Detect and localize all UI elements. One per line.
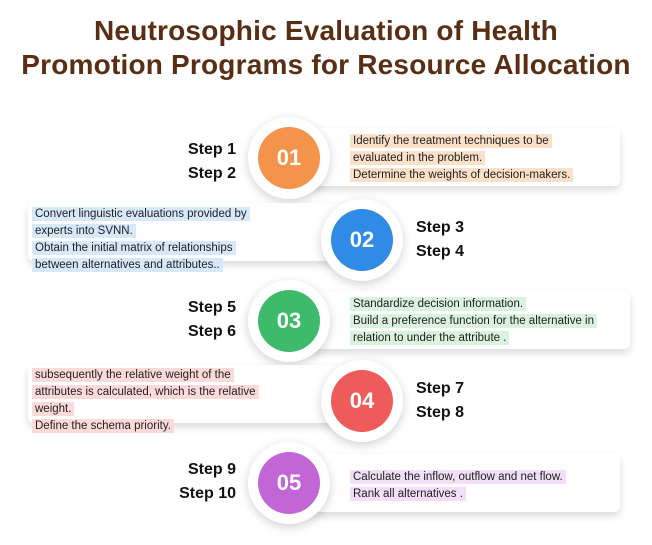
step-6-label: Step 6: [187, 323, 236, 340]
step-7-label: Step 7: [416, 380, 465, 397]
step-1-label: Step 1: [187, 141, 236, 158]
stage-3-number: 03: [258, 290, 320, 352]
stage-5-line-1: Calculate the inflow, outflow and net fl…: [350, 470, 566, 484]
stage-4-line-3: weight.: [32, 402, 75, 416]
stage-1-description: Identify the treatment techniques to be …: [350, 133, 610, 184]
step-4-label: Step 4: [416, 243, 465, 260]
diagram-title: Neutrosophic Evaluation of Health Promot…: [0, 14, 652, 82]
step-5-label: Step 5: [187, 299, 236, 316]
stage-4-number: 04: [331, 370, 393, 432]
stage-2-line-1: Convert linguistic evaluations provided …: [32, 207, 250, 221]
step-8-label: Step 8: [416, 404, 465, 421]
step-2-label: Step 2: [187, 165, 236, 182]
stage-3-description: Standardize decision information. Build …: [350, 296, 628, 347]
stage-3-line-3: relation to under the attribute .: [350, 331, 510, 345]
stage-2-number: 02: [331, 209, 393, 271]
stage-4-line-1: subsequently the relative weight of the: [32, 368, 234, 382]
stage-3-line-1: Standardize decision information.: [350, 297, 527, 311]
step-10-label: Step 10: [179, 485, 236, 502]
stage-1-line-2: evaluated in the problem.: [350, 151, 486, 165]
stage-1-line-1: Identify the treatment techniques to be: [350, 134, 552, 148]
stage-1-number: 01: [258, 127, 320, 189]
title-line-1: Neutrosophic Evaluation of Health: [94, 15, 558, 46]
stage-5-description: Calculate the inflow, outflow and net fl…: [350, 469, 610, 503]
stage-2-line-2: experts into SVNN.: [32, 224, 136, 238]
stage-4-steps: Step 7 Step 8: [416, 377, 506, 425]
stage-3-line-2: Build a preference function for the alte…: [350, 314, 598, 328]
stage-2-steps: Step 3 Step 4: [416, 216, 506, 264]
stage-4-description: subsequently the relative weight of the …: [32, 367, 294, 435]
step-9-label: Step 9: [187, 461, 236, 478]
title-line-2: Promotion Programs for Resource Allocati…: [21, 49, 631, 80]
stage-5-steps: Step 9 Step 10: [146, 458, 236, 506]
stage-1-line-3: Determine the weights of decision-makers…: [350, 168, 574, 182]
stage-3-steps: Step 5 Step 6: [146, 296, 236, 344]
stage-4-line-2: attributes is calculated, which is the r…: [32, 385, 259, 399]
stage-4-line-4: Define the schema priority.: [32, 419, 174, 433]
stage-1-steps: Step 1 Step 2: [146, 138, 236, 186]
stage-2-line-3: Obtain the initial matrix of relationshi…: [32, 241, 236, 255]
stage-5-number: 05: [258, 452, 320, 514]
step-3-label: Step 3: [416, 219, 465, 236]
stage-5-line-2: Rank all alternatives .: [350, 487, 466, 501]
stage-2-description: Convert linguistic evaluations provided …: [32, 206, 294, 274]
stage-2-line-4: between alternatives and attributes..: [32, 258, 223, 272]
